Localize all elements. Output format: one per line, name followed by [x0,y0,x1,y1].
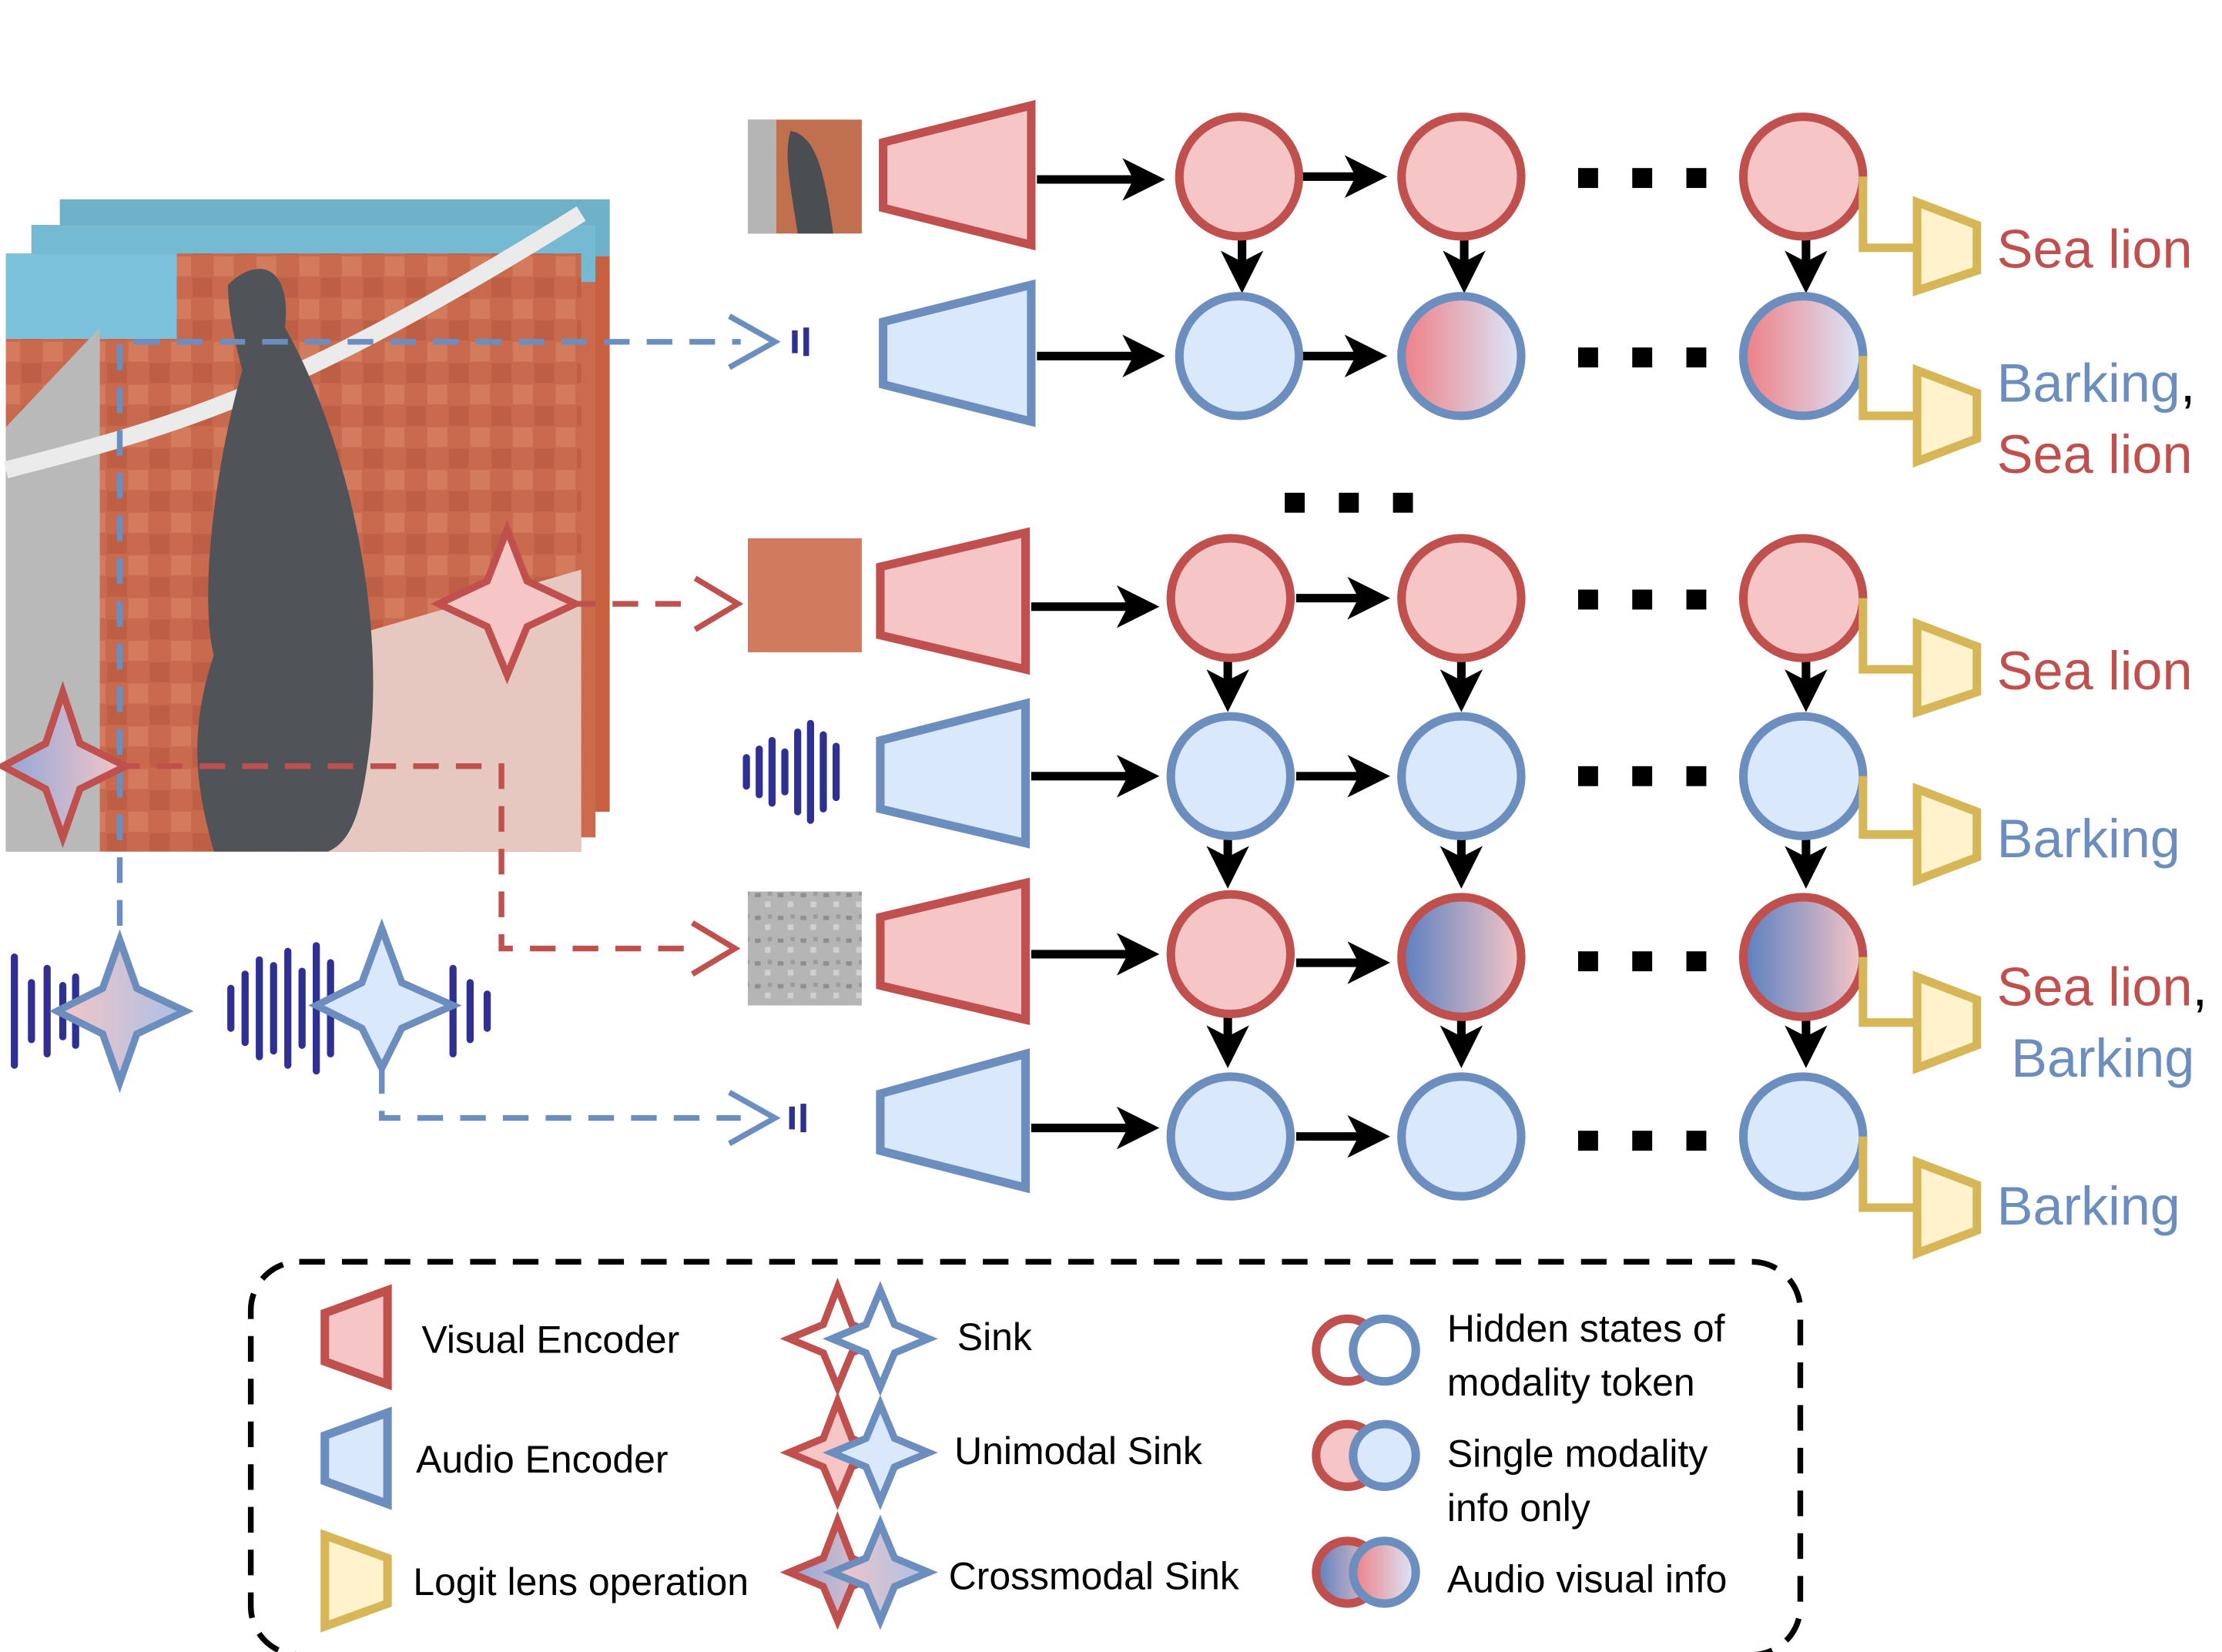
sink-star-visual-unimodal [430,520,585,685]
hidden-state-r2c3 [1738,292,1868,421]
flow-arrows [1031,155,1828,1158]
legend-label-visual-encoder: Visual Encoder [422,1319,680,1362]
logit-lens-ops [1858,176,1915,1212]
routing-lines [114,339,741,1121]
output-row2: Barking, [1997,352,2196,413]
hidden-state-r6c3 [1738,1072,1868,1201]
token-waveform-audio [742,719,840,824]
legend-label-audio-visual: Audio visual info [1447,1557,1727,1600]
legend-label-hidden-states-2: modality token [1447,1361,1695,1404]
visual-encoder-row3 [876,527,1031,675]
audio-encoder-row4 [876,698,1031,849]
encoders [876,99,1036,1194]
token-thumbnail-brick [747,538,862,652]
legend-label-logit-lens: Logit lens operation [413,1560,749,1603]
sink-star-audio-unimodal [308,918,462,1077]
output-row1: Sea lion [1997,219,2193,280]
ellipsis-dots [1285,168,1707,1151]
audio-route-top [116,339,741,926]
output-labels: Sea lion Barking, Sea lion Sea lion Bark… [1997,219,2207,1237]
legend-crossmodal-star-blue [823,1514,938,1630]
legend: Visual Encoder Audio Encoder Logit lens … [247,1258,1804,1652]
output-row5: Sea lion, [1997,956,2207,1017]
output-row6: Barking [1997,1175,2180,1236]
legend-label-sink: Sink [957,1315,1033,1359]
output-row2-line2: Sea lion [1997,424,2193,484]
output-row4: Barking [1997,808,2180,869]
legend-logit-lens-icon [320,1529,392,1633]
legend-label-unimodal-sink: Unimodal Sink [954,1429,1203,1473]
hidden-state-r3c3 [1738,534,1868,662]
legend-sink-star-blue [823,1281,938,1397]
hidden-state-r5c2 [1397,893,1526,1021]
output-row5-line2: Barking [2011,1027,2194,1088]
visual-route-lower [114,763,701,952]
hidden-state-r6c2 [1397,1072,1526,1201]
token-thumbnail-sealion [747,119,862,234]
legend-unimodal-star-blue [823,1395,938,1511]
input-audio-waveform [11,942,491,1075]
legend-label-single-modality-1: Single modality [1447,1433,1708,1476]
sink-star-visual-crossmodal [0,681,134,849]
legend-hidden-circle-blue [1349,1314,1420,1386]
legend-label-single-modality-2: info only [1447,1486,1590,1530]
routing-arrowheads [690,313,781,1147]
audio-route-bottom [379,1067,741,1121]
hidden-state-r1c2 [1397,112,1526,241]
legend-single-circle-blue [1349,1419,1420,1492]
legend-label-hidden-states-1: Hidden states of [1447,1307,1725,1350]
hidden-state-r4c3 [1738,712,1868,840]
legend-label-audio-encoder: Audio Encoder [416,1438,668,1481]
token-tick-audio-2 [789,1104,806,1133]
hidden-state-r1c3 [1738,112,1868,241]
logit-lens-shapes [1912,196,1982,1260]
hidden-state-r3c2 [1397,534,1526,662]
legend-audio-encoder-icon [320,1406,392,1510]
legend-label-crossmodal-sink: Crossmodal Sink [949,1555,1240,1598]
legend-av-circle-blue [1349,1536,1420,1608]
hidden-state-r5c1 [1166,890,1295,1019]
hidden-state-r4c2 [1397,712,1526,840]
visual-encoder-row5 [876,877,1031,1025]
hidden-state-r2c2 [1397,292,1526,421]
input-tokens [742,119,862,1133]
visual-encoder-row1 [879,99,1036,251]
hidden-state-r2c1 [1175,292,1304,421]
sink-star-audio-crossmodal [49,929,194,1094]
legend-box [247,1258,1804,1652]
hidden-state-r4c1 [1166,712,1295,840]
legend-visual-encoder-icon [320,1284,392,1391]
hidden-state-r6c1 [1166,1072,1295,1201]
hidden-state-r5c3 [1738,893,1868,1021]
hidden-state-r1c1 [1175,112,1304,241]
hidden-state-r3c1 [1166,534,1295,662]
token-thumbnail-concrete [747,891,862,1006]
output-row3: Sea lion [1997,640,2193,701]
token-tick-audio-1 [792,327,809,357]
audio-encoder-row2 [879,279,1036,427]
hidden-states [1166,112,1868,1201]
audio-encoder-row6 [876,1048,1031,1194]
